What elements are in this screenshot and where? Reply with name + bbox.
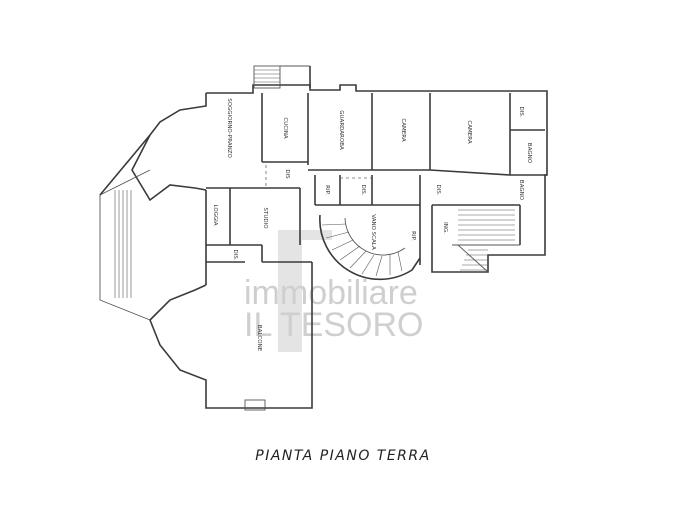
outer-wall-sw-bay (149, 262, 313, 409)
watermark-logo-top (278, 230, 332, 240)
top-stair-box (253, 65, 281, 89)
outer-wall-w-upper (131, 134, 207, 202)
label-dis3: DIS. (435, 184, 441, 195)
room-labels: SOGGIORNO-PRANZO CUCINA GUARDAROBA CAMER… (212, 98, 532, 352)
label-camera1: CAMERA (400, 118, 406, 141)
label-cucina: CUCINA (282, 117, 288, 138)
terrace-diagonal-top (99, 134, 151, 196)
label-bagno2: BAGNO (518, 180, 524, 201)
balcone-door-frame (244, 399, 266, 411)
outer-wall-north-east (206, 84, 548, 273)
label-dis2: DIS. (360, 184, 366, 195)
label-balcone: BALCONE (256, 325, 262, 352)
label-rip2: RIP. (410, 231, 416, 241)
watermark: immobiliare IL TESORO (244, 230, 424, 352)
label-studio: STUDIO (262, 207, 268, 229)
plan-caption: PIANTA PIANO TERRA (255, 448, 431, 464)
east-stair (457, 209, 515, 273)
label-bagno1: BAGNO (526, 143, 532, 164)
outer-wall-nw-bay (149, 93, 207, 136)
outer-walls (99, 84, 548, 409)
label-rip1: RIP. (324, 185, 330, 195)
label-camera2: CAMERA (466, 120, 472, 143)
spiral-stair (319, 214, 421, 281)
watermark-logo-bar (278, 232, 302, 352)
label-dis1: DIS. (518, 106, 524, 117)
terrace-outline (99, 169, 151, 321)
spiral-stair-outer (319, 214, 421, 281)
watermark-line2: IL TESORO (244, 306, 424, 344)
interior-walls (206, 93, 547, 265)
wall-camera-south (429, 169, 511, 176)
balcone-door (244, 399, 266, 411)
watermark-line1: immobiliare (244, 274, 418, 312)
label-loggia: LOGGIA (212, 204, 218, 225)
label-dis4: DIS. (232, 249, 238, 260)
label-dis-kitchen: DIS (284, 169, 290, 179)
spiral-stair-inner (344, 217, 406, 256)
label-vano-scala: VANO SCALA (370, 214, 376, 250)
label-ing: ING. (442, 222, 448, 234)
label-soggiorno: SOGGIORNO-PRANZO (226, 98, 232, 158)
top-stair (253, 65, 311, 89)
label-guardaroba: GUARDAROBA (338, 110, 344, 150)
